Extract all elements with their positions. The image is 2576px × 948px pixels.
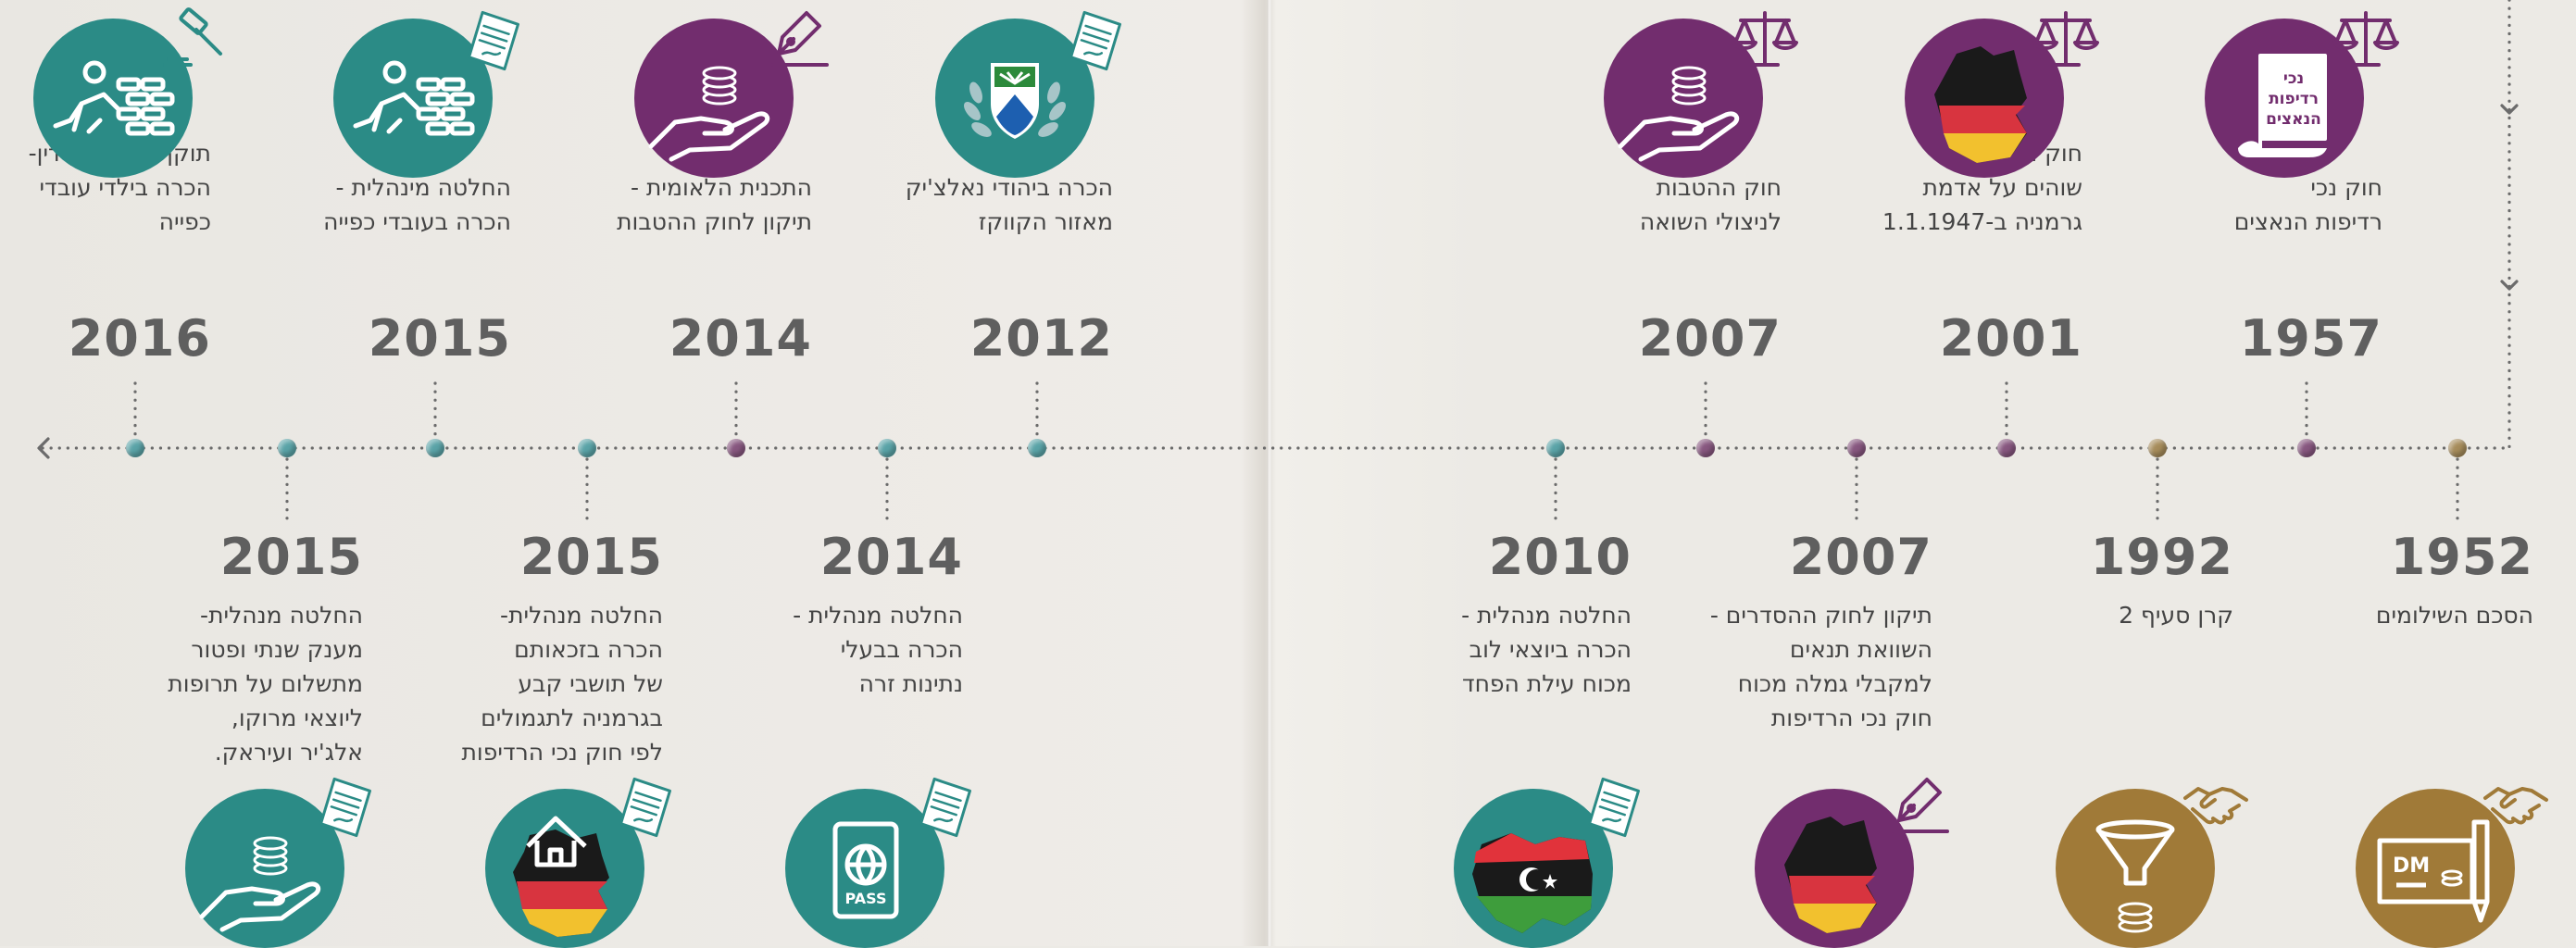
event-year: 1952: [2390, 528, 2533, 586]
handshake-icon: [2482, 772, 2552, 842]
page-fold: [1267, 0, 1272, 946]
event-year: 1957: [2239, 309, 2382, 368]
timeline-dot: [1696, 439, 1715, 457]
scales-icon: [2331, 6, 2401, 76]
event-description: חוק ההטבות לניצולי השואה: [1639, 174, 1782, 235]
event-description: הסכם השילומים: [2375, 602, 2533, 629]
event-description: החלטה מנהלית- הכרה בזכאותם של תושבי קבע …: [461, 602, 664, 766]
document-icon: [1580, 772, 1650, 842]
event-description: החלטה מנהלית - הכרה ביוצאי לוב מכוח עילת…: [1461, 602, 1632, 697]
libya-map-icon: [1454, 789, 1613, 948]
handshake-icon: [2182, 772, 2252, 842]
event-description: חוק נכי רדיפות הנאצים: [2233, 174, 2382, 235]
scales-icon: [2031, 6, 2101, 76]
timeline-dot: [1028, 439, 1046, 457]
fountain-pen-icon: [1881, 772, 1951, 842]
timeline-dot: [2297, 439, 2316, 457]
event-year: 2015: [219, 528, 363, 586]
timeline-dot: [278, 439, 296, 457]
nalchik-emblem-icon: [935, 19, 1094, 178]
timeline-dot: [2448, 439, 2467, 457]
hand-coins-icon: [634, 19, 794, 178]
scales-icon: [1730, 6, 1800, 76]
event-year: 2014: [819, 528, 963, 586]
event-year: 2001: [1939, 309, 2082, 368]
event-year: 2016: [68, 309, 211, 368]
event-year: 2007: [1638, 309, 1782, 368]
passport-icon: PASS: [785, 789, 944, 948]
event-year: 2015: [368, 309, 511, 368]
timeline-dot: [426, 439, 444, 457]
event-year: 2007: [1789, 528, 1932, 586]
timeline-dot: [727, 439, 745, 457]
fountain-pen-icon: [760, 6, 831, 76]
scroll-text-line: נכי: [2283, 69, 2304, 88]
timeline-dot: [1546, 439, 1565, 457]
scroll-text-line: רדיפות: [2269, 90, 2319, 108]
event-year: 2014: [669, 309, 812, 368]
event-description: קרן סעיף 2: [2119, 602, 2233, 629]
event-description: התכנית הלאומית - תיקון לחוק ההטבות: [617, 174, 812, 235]
germany-map-icon: [1755, 789, 1914, 948]
timeline-dot: [878, 439, 896, 457]
timeline-dot: [1847, 439, 1866, 457]
document-icon: [911, 772, 982, 842]
hand-coins-icon: [185, 789, 344, 948]
event-year: 2012: [969, 309, 1113, 368]
document-icon: [611, 772, 682, 842]
event-year: 2015: [519, 528, 663, 586]
germany-house-icon: [485, 789, 644, 948]
event-year: 2010: [1488, 528, 1632, 586]
document-icon: [459, 6, 530, 76]
germany-map-icon: [1905, 19, 2064, 178]
timeline-dot: [578, 439, 596, 457]
timeline-dot: [1997, 439, 2016, 457]
timeline-dot: [126, 439, 144, 457]
event-description: הכרה ביהודי נאלצ'יק מאזור הקווקז: [905, 174, 1113, 235]
event-description: החלטה מינהלית - הכרה בעובדי כפייה: [323, 174, 511, 235]
construction-worker-icon: [333, 19, 493, 178]
event-description: תיקון לחוק ההסדרים - השוואת תנאים למקבלי…: [1709, 602, 1932, 731]
event-year: 1992: [2090, 528, 2233, 586]
construction-worker-icon: [33, 19, 193, 178]
scroll-text-line: הנאצים: [2266, 110, 2321, 129]
law-scroll-icon: נכי רדיפות הנאצים: [2205, 19, 2364, 178]
timeline-dot: [2148, 439, 2167, 457]
check-text: DM: [2393, 854, 2430, 878]
passport-text: PASS: [845, 890, 887, 907]
event-description: החלטה מנהלית- מענק שנתי ופטור מתשלום על …: [168, 602, 363, 766]
funnel-coins-icon: [2056, 789, 2215, 948]
event-description: החלטה מנהלית - הכרה בבעלי נתינות זרה: [793, 602, 963, 697]
gavel-icon: [159, 6, 230, 76]
reparations-check-icon: DM: [2356, 789, 2515, 948]
hand-coins-icon: [1604, 19, 1763, 178]
document-icon: [1061, 6, 1132, 76]
document-icon: [311, 772, 381, 842]
